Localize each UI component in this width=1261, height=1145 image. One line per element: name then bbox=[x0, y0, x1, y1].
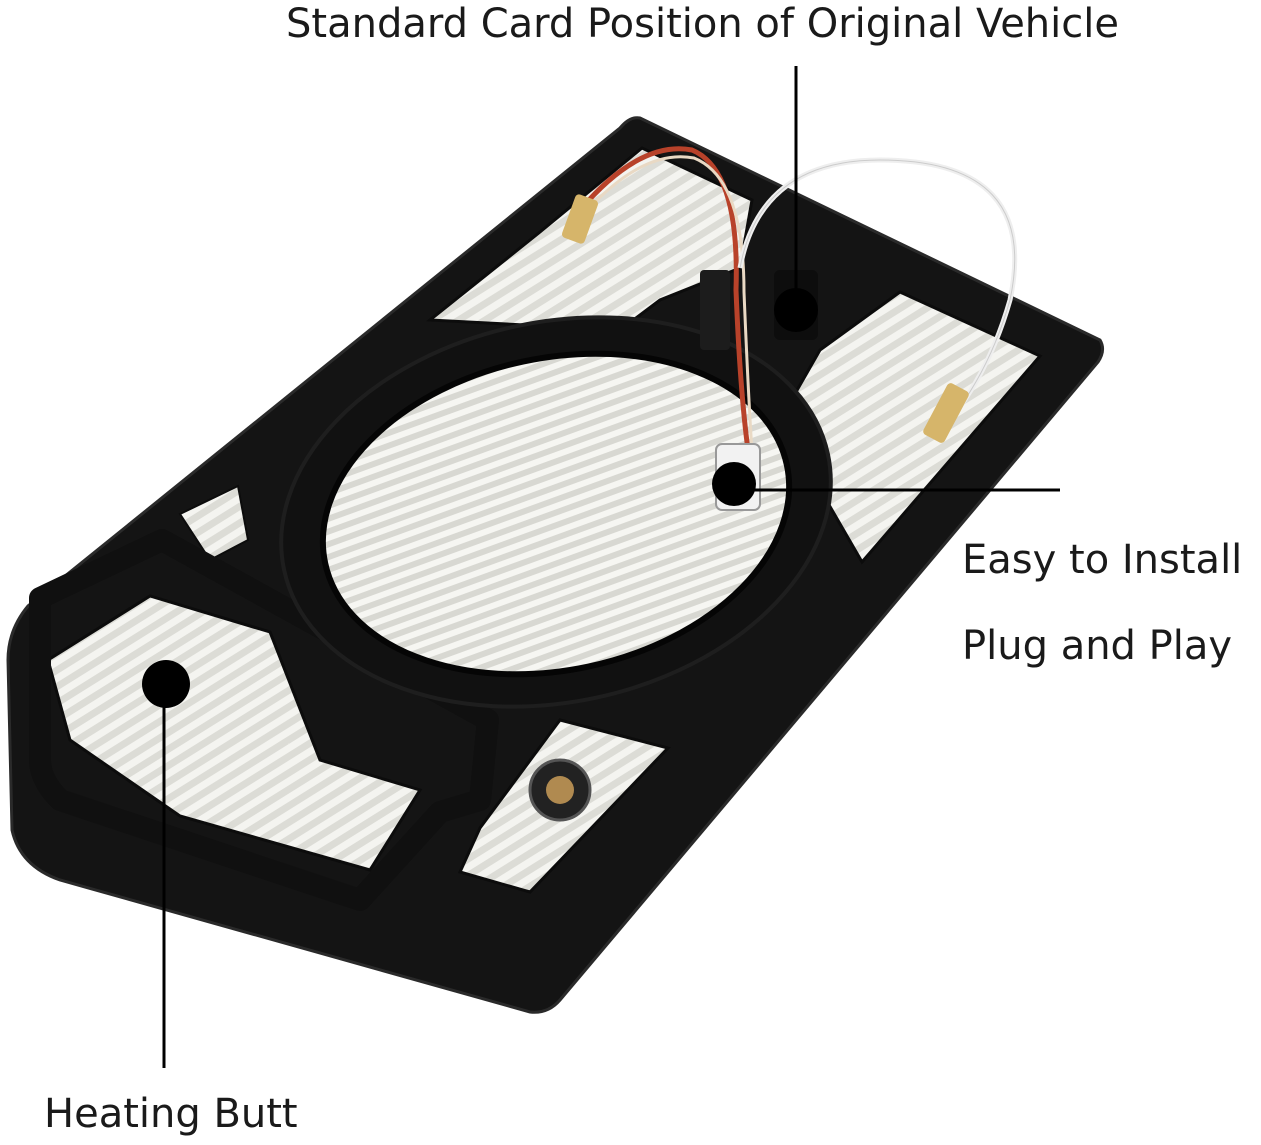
heating-pad-left bbox=[178, 484, 250, 562]
marker-dot-install bbox=[712, 462, 756, 506]
wire-red bbox=[578, 146, 751, 451]
callout-heating: Heating Butt bbox=[44, 1091, 298, 1137]
heating-pad-top bbox=[425, 146, 754, 332]
marker-dot-top bbox=[774, 288, 818, 332]
callout-plug-play: Plug and Play bbox=[962, 623, 1233, 669]
marker-dot-heating bbox=[142, 660, 190, 708]
callout-standard-card: Standard Card Position of Original Vehic… bbox=[286, 1, 1119, 47]
callout-easy-install: Easy to Install bbox=[962, 537, 1243, 583]
heating-pad-bottom-left bbox=[46, 594, 423, 872]
frame-rect bbox=[29, 529, 499, 911]
coil-heating-surface bbox=[319, 350, 793, 678]
